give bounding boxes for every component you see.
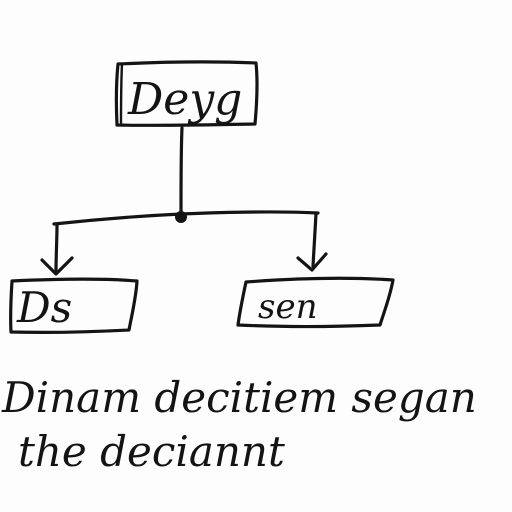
- edge-left-drop: [54, 222, 59, 274]
- edge-left-arrowhead: [40, 256, 74, 276]
- edge-trunk: [179, 126, 184, 214]
- node-right-label: sen: [258, 287, 317, 327]
- caption-line-2: the deciannt: [18, 427, 285, 476]
- edge-right-arrowhead: [296, 252, 328, 272]
- node-left-box: [8, 277, 139, 334]
- node-top: Deyg: [114, 60, 259, 128]
- node-top-label: Deyg: [127, 74, 242, 125]
- edge-branch-horizontal: [52, 210, 320, 226]
- node-right: sen: [236, 276, 395, 329]
- node-left-label: Ds: [16, 283, 72, 332]
- node-top-box: [114, 60, 259, 128]
- node-right-box: [236, 276, 395, 329]
- edge-right-drop: [311, 212, 318, 268]
- node-left: Ds: [8, 277, 139, 334]
- caption-line-1: Dinam decitiem segan: [1, 373, 477, 422]
- node-top-box-inner-stroke: [119, 62, 124, 126]
